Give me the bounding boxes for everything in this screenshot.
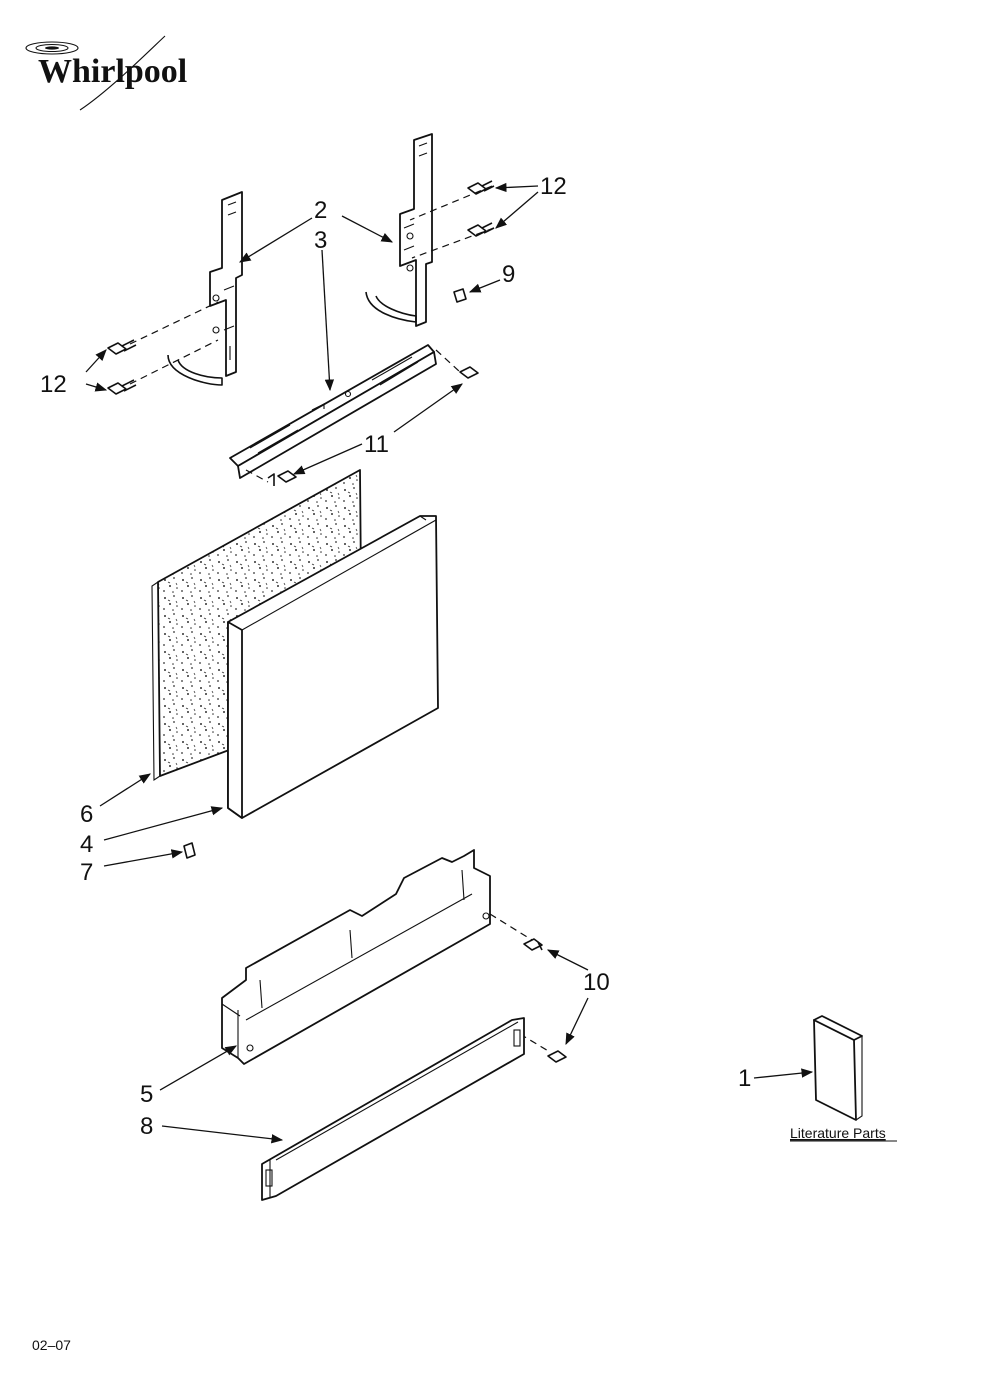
brand-name: Whirlpool bbox=[38, 53, 187, 90]
callout-labels: 12 2 3 9 12 11 6 4 7 10 5 8 1 bbox=[40, 173, 751, 1140]
callout-9: 9 bbox=[502, 261, 515, 288]
toe-panel bbox=[221, 849, 491, 1065]
callout-7: 7 bbox=[80, 859, 93, 886]
right-hinge-bracket bbox=[365, 133, 433, 327]
callout-4: 4 bbox=[80, 831, 93, 858]
footer-code: 02–07 bbox=[32, 1337, 71, 1353]
screw-12-right-upper bbox=[467, 180, 495, 195]
screw-11-right bbox=[459, 366, 479, 379]
screw-12-left-lower bbox=[107, 379, 137, 395]
screw-10-upper bbox=[523, 938, 543, 951]
screw-11-left bbox=[267, 470, 297, 486]
callout-3: 3 bbox=[314, 227, 327, 254]
literature-parts-caption: Literature Parts bbox=[790, 1125, 886, 1141]
kick-plate bbox=[261, 1017, 525, 1201]
callout-8: 8 bbox=[140, 1113, 153, 1140]
callout-1: 1 bbox=[738, 1065, 751, 1092]
left-hinge-bracket bbox=[167, 191, 243, 386]
callout-12-left: 12 bbox=[40, 371, 67, 398]
callout-6: 6 bbox=[80, 801, 93, 828]
inner-door-panel bbox=[227, 515, 439, 819]
literature-booklet bbox=[813, 1015, 863, 1121]
callout-10: 10 bbox=[583, 969, 610, 996]
door-top-bracket bbox=[229, 344, 437, 479]
clip-7 bbox=[183, 842, 196, 859]
leader-lines bbox=[85, 182, 814, 1144]
assembly-lines bbox=[129, 185, 551, 1053]
screw-10-lower bbox=[547, 1050, 567, 1063]
callout-5: 5 bbox=[140, 1081, 153, 1108]
callout-12-right: 12 bbox=[540, 173, 567, 200]
screw-12-left-upper bbox=[107, 339, 137, 355]
whirlpool-logo: Whirlpool bbox=[25, 35, 187, 111]
callout-2: 2 bbox=[314, 197, 327, 224]
clip-9 bbox=[453, 288, 467, 303]
callout-11: 11 bbox=[364, 431, 389, 458]
